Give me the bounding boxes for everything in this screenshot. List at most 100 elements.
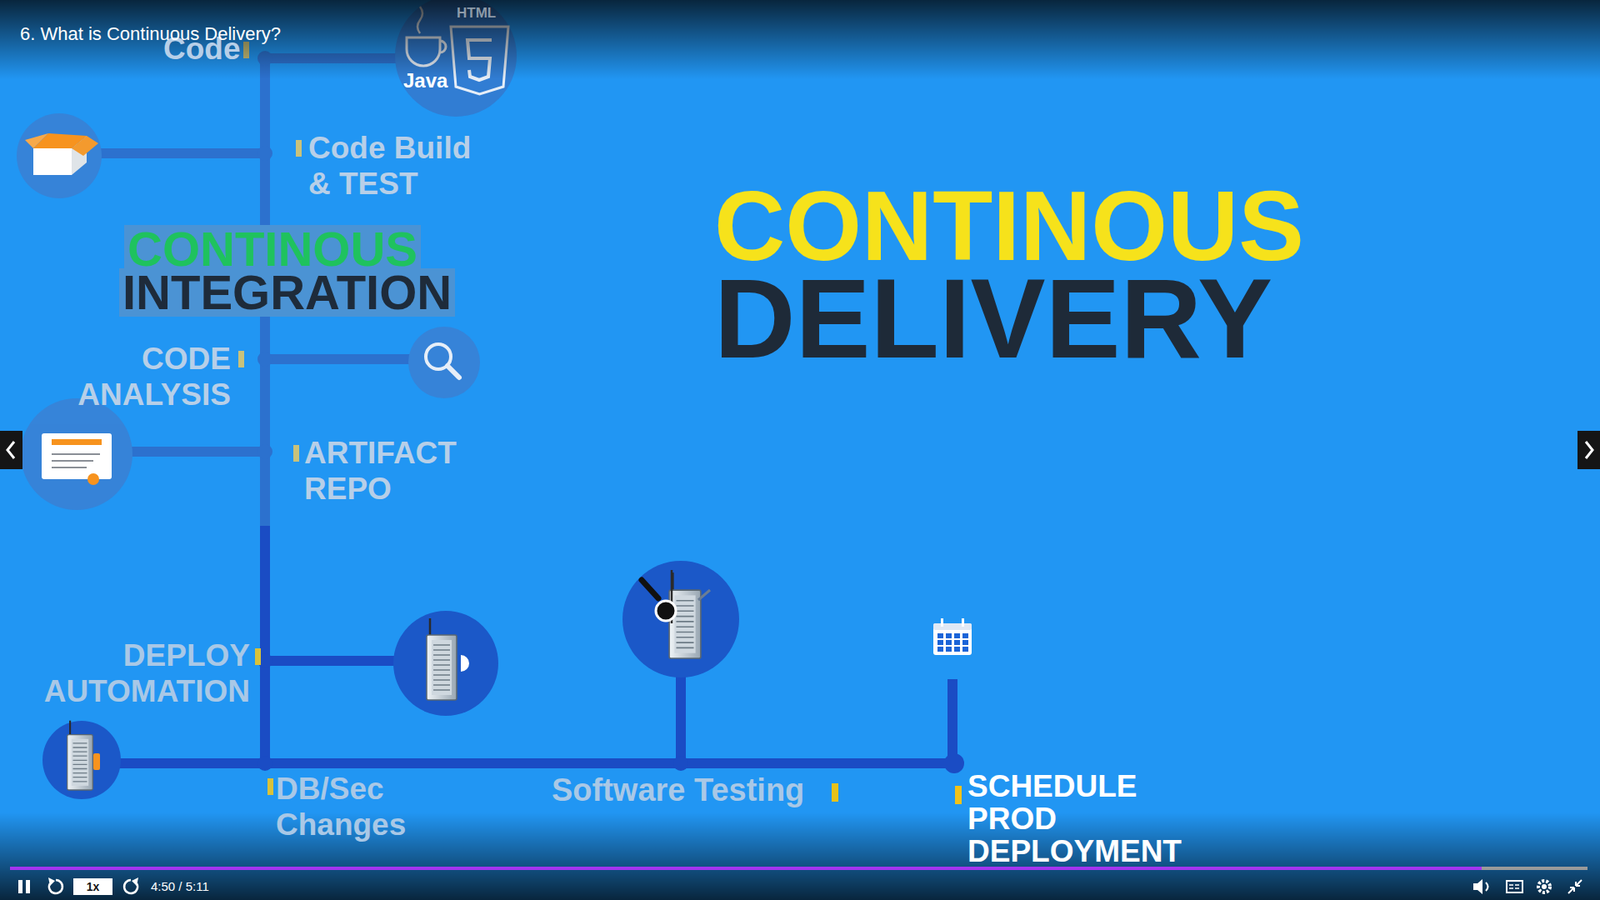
text-slot: HTML xyxy=(456,5,524,22)
progress-bar xyxy=(10,866,1482,870)
video-top-shade xyxy=(0,0,1600,80)
calendar-icon xyxy=(933,623,972,655)
search-icon xyxy=(425,344,460,378)
search-icon xyxy=(447,365,460,378)
text-slot: DELIVERY xyxy=(714,262,1465,375)
server-icon xyxy=(426,618,457,700)
time-display: 4:50 / 5:11 xyxy=(150,879,210,894)
tick-mark xyxy=(255,648,261,665)
package-icon xyxy=(33,148,72,175)
tick-mark xyxy=(295,140,302,157)
cd-pipeline xyxy=(260,540,270,764)
text-slot: CONTINOUS xyxy=(127,225,478,274)
tick-mark xyxy=(831,783,839,802)
cd-pipeline xyxy=(42,720,121,800)
slide-nav-arrow xyxy=(0,430,1600,470)
cd-pipeline xyxy=(393,610,499,716)
package-icon xyxy=(25,133,99,175)
player-controls xyxy=(18,877,1582,895)
progress-bar xyxy=(10,866,1588,870)
slide-nav-arrow xyxy=(7,441,15,459)
stage-label: ARTIFACT REPO xyxy=(304,435,513,508)
text-slot: DB/Sec Changes xyxy=(275,771,426,844)
text-slot: 6. What is Continuous Delivery? xyxy=(20,23,520,45)
schedule-circle: SCHEDULE PROD DEPLOYMENT xyxy=(910,594,995,680)
ci-pipeline xyxy=(20,398,133,510)
calendar-icon xyxy=(933,618,972,655)
player-controls xyxy=(1485,882,1489,891)
region-outline xyxy=(5,545,871,868)
ci-pipeline xyxy=(257,145,273,161)
tick-mark xyxy=(293,445,300,462)
stage-label: DEPLOY AUTOMATION xyxy=(25,638,250,710)
player-controls xyxy=(1541,884,1547,890)
cd-region: DEPLOY AUTOMATION DB/Sec Changes Software … xyxy=(0,540,876,873)
ci-pipeline xyxy=(257,351,273,367)
player-controls xyxy=(18,880,23,894)
player-controls xyxy=(48,877,55,886)
player-controls xyxy=(1538,880,1550,893)
text-slot: Code Build & TEST xyxy=(308,130,488,203)
schedule-circle-shape xyxy=(910,594,995,680)
text-slot: Java xyxy=(403,69,462,93)
panel-fill xyxy=(0,0,551,526)
video-bottom-shade xyxy=(0,812,1600,900)
stage-label: CODE ANALYSIS xyxy=(64,341,231,414)
server-icon xyxy=(67,720,94,790)
calendar-icon xyxy=(961,618,965,627)
section-title: CONTINOUS xyxy=(124,225,421,274)
section-title: INTEGRATION xyxy=(119,268,455,317)
text-slot: CODE ANALYSIS xyxy=(64,341,231,414)
speed-button: 1x xyxy=(86,878,100,895)
cd-pipeline xyxy=(673,755,689,771)
cd-pipeline xyxy=(81,758,876,769)
calendar-icon xyxy=(933,623,972,630)
tick-mark xyxy=(267,778,274,795)
connector-group xyxy=(265,525,953,764)
pipeline-connector xyxy=(875,679,953,764)
ci-pipeline xyxy=(257,444,273,460)
tick-mark xyxy=(238,350,245,368)
text-slot: CONTINOUS xyxy=(714,176,1465,275)
text-slot: Software Testing xyxy=(551,771,852,809)
player-controls xyxy=(1473,879,1483,895)
player-controls xyxy=(1509,885,1520,889)
player-controls xyxy=(131,877,139,886)
text-slot: SCHEDULE PROD DEPLOYMENT xyxy=(967,770,1210,869)
text-slot: ARTIFACT REPO xyxy=(304,435,513,508)
cd-pipeline xyxy=(622,560,740,678)
stage-label: Software Testing xyxy=(551,771,805,809)
server-icon xyxy=(641,580,659,599)
slide-nav-arrow xyxy=(1577,430,1600,470)
text-slot: INTEGRATION xyxy=(122,268,490,317)
ci-pipeline xyxy=(16,113,102,199)
headline: CONTINOUS xyxy=(714,176,1305,275)
certificate-icon xyxy=(87,473,100,485)
icon-circle xyxy=(910,594,995,680)
package-icon xyxy=(25,133,49,149)
text-slot: DEPLOY AUTOMATION xyxy=(25,638,250,710)
player-controls xyxy=(1568,880,1582,894)
headline: DELIVERY xyxy=(714,262,1273,375)
certificate-icon xyxy=(51,439,102,445)
pipeline-connector xyxy=(260,525,270,541)
player-controls xyxy=(25,880,30,894)
text-slot: 4:50 / 5:11 xyxy=(150,879,276,895)
progress-bar xyxy=(10,866,1588,870)
player-controls xyxy=(73,878,113,895)
stage-label: SCHEDULE PROD DEPLOYMENT xyxy=(967,770,1210,869)
certificate-icon xyxy=(41,433,112,485)
server-icon xyxy=(93,753,100,770)
tick-mark xyxy=(955,785,962,805)
ci-panel: CodeCode Build & TESTCONTINOUSINTEGRATIO… xyxy=(0,0,551,526)
logo-label: Java xyxy=(403,69,448,93)
stage-label: Code Build & TEST xyxy=(308,130,488,203)
tick-mark xyxy=(238,41,962,805)
video-title: 6. What is Continuous Delivery? xyxy=(20,23,281,45)
certificate-icon xyxy=(41,433,112,480)
player-controls xyxy=(1506,880,1523,893)
server-icon xyxy=(655,600,676,621)
